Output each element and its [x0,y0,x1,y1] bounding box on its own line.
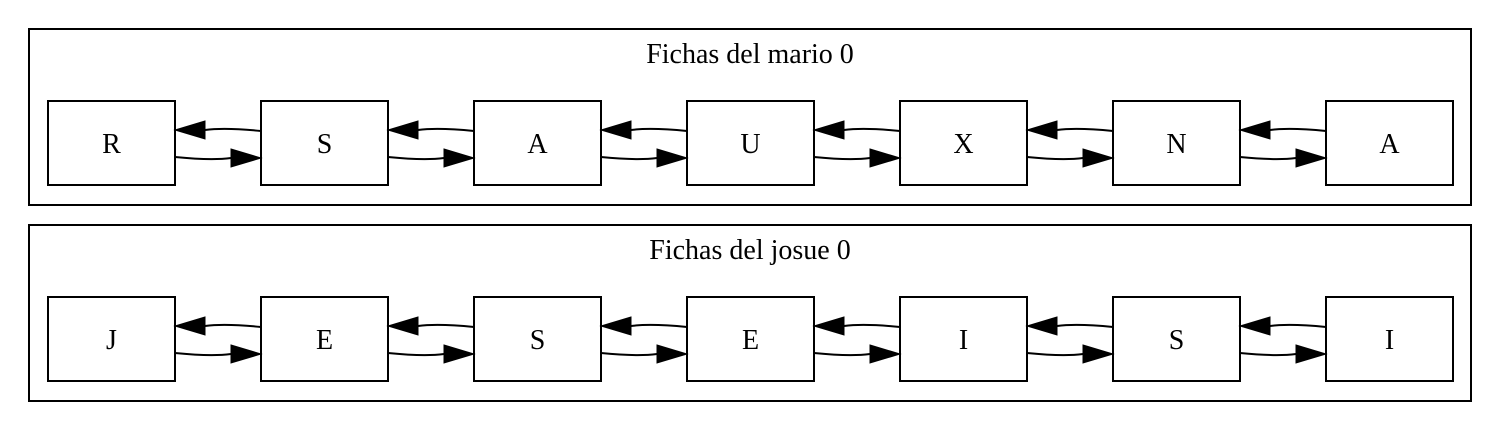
prev-pointer-arrow [812,120,901,140]
node-label: E [742,325,759,356]
list-node: U [686,100,815,186]
node-box [686,296,815,382]
node-label: U [740,129,760,160]
node-box [899,100,1028,186]
cluster-title: Fichas del mario 0 [646,39,854,70]
prev-pointer-arrow [599,120,688,140]
node-label: E [316,325,333,356]
node-label: J [106,325,117,356]
next-pointer-arrow [600,148,689,168]
list-node: S [1112,296,1241,382]
prev-pointer-arrow [173,120,262,140]
next-pointer-arrow [1026,148,1115,168]
node-label: N [1166,129,1186,160]
node-label: A [1379,129,1400,160]
cluster-fichas-josue: Fichas del josue 0 J E S E I S I [28,224,1472,402]
node-box [260,100,389,186]
prev-pointer-arrow [1238,316,1327,336]
node-label: I [1385,325,1394,356]
next-pointer-arrow [174,344,263,364]
node-label: A [527,129,548,160]
prev-pointer-arrow [599,316,688,336]
node-label: S [530,325,546,356]
node-box [1112,100,1241,186]
node-box [473,100,602,186]
list-node: S [473,296,602,382]
next-pointer-arrow [1239,148,1328,168]
next-pointer-arrow [1026,344,1115,364]
next-pointer-arrow [174,148,263,168]
node-box [473,296,602,382]
cluster-title: Fichas del josue 0 [649,235,850,266]
list-node: J [47,296,176,382]
node-label: X [953,129,973,160]
cluster-border [28,224,1472,402]
list-node: E [686,296,815,382]
list-node: N [1112,100,1241,186]
next-pointer-arrow [813,148,902,168]
node-label: R [102,129,121,160]
node-box [686,100,815,186]
node-box [1112,296,1241,382]
node-box [1325,100,1454,186]
prev-pointer-arrow [173,316,262,336]
node-box [47,100,176,186]
list-node: X [899,100,1028,186]
next-pointer-arrow [1239,344,1328,364]
node-label: S [317,129,333,160]
edge-list [173,316,1328,364]
cluster-border [28,28,1472,206]
list-node: I [1325,296,1454,382]
prev-pointer-arrow [1025,316,1114,336]
prev-pointer-arrow [386,120,475,140]
node-label: S [1169,325,1185,356]
cluster-fichas-mario: Fichas del mario 0 R S A U X N A [28,28,1472,206]
list-node: I [899,296,1028,382]
prev-pointer-arrow [1025,120,1114,140]
next-pointer-arrow [600,344,689,364]
node-box [47,296,176,382]
next-pointer-arrow [387,344,476,364]
next-pointer-arrow [387,148,476,168]
node-box [1325,296,1454,382]
node-box [260,296,389,382]
list-node: S [260,100,389,186]
edge-list [173,120,1328,168]
next-pointer-arrow [813,344,902,364]
prev-pointer-arrow [386,316,475,336]
node-label: I [959,325,968,356]
list-node: R [47,100,176,186]
node-box [899,296,1028,382]
list-node: A [473,100,602,186]
prev-pointer-arrow [1238,120,1327,140]
prev-pointer-arrow [812,316,901,336]
list-node: E [260,296,389,382]
list-node: A [1325,100,1454,186]
